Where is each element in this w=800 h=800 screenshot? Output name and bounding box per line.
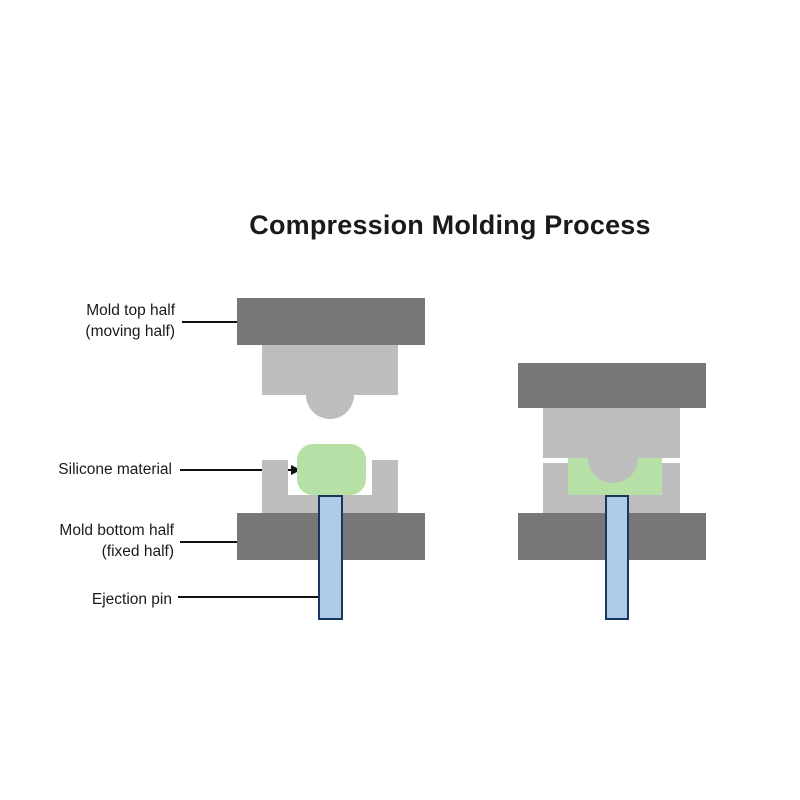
closed-ejection-pin: [605, 495, 629, 620]
open-punch-block: [262, 345, 398, 395]
label-ejection-pin: Ejection pin: [91, 591, 172, 608]
closed-punch-block: [543, 408, 680, 458]
label-mold-top-half-line1: Mold top half: [86, 302, 175, 319]
label-silicone-material: Silicone material: [58, 461, 172, 478]
label-mold-top-half-line2: (moving half): [85, 323, 175, 340]
open-ejection-pin: [318, 495, 343, 620]
label-mold-bottom-half-line1: Mold bottom half: [59, 522, 174, 539]
page-title: Compression Molding Process: [249, 210, 651, 240]
arrow-to-mold-bottom-half: [180, 541, 283, 543]
open-punch-tip: [306, 395, 354, 419]
arrow-to-silicone-material: [180, 469, 291, 471]
arrow-to-ejection-pin: [178, 596, 327, 598]
open-mold-top-half: [237, 298, 425, 345]
arrow-to-mold-top-half: [182, 321, 289, 323]
closed-mold-top-half: [518, 363, 706, 408]
label-mold-bottom-half-line2: (fixed half): [101, 543, 174, 560]
label-mold-bottom-half: Mold bottom half (fixed half): [20, 520, 174, 562]
open-silicone-material: [297, 444, 366, 495]
label-mold-top-half: Mold top half (moving half): [20, 300, 175, 342]
